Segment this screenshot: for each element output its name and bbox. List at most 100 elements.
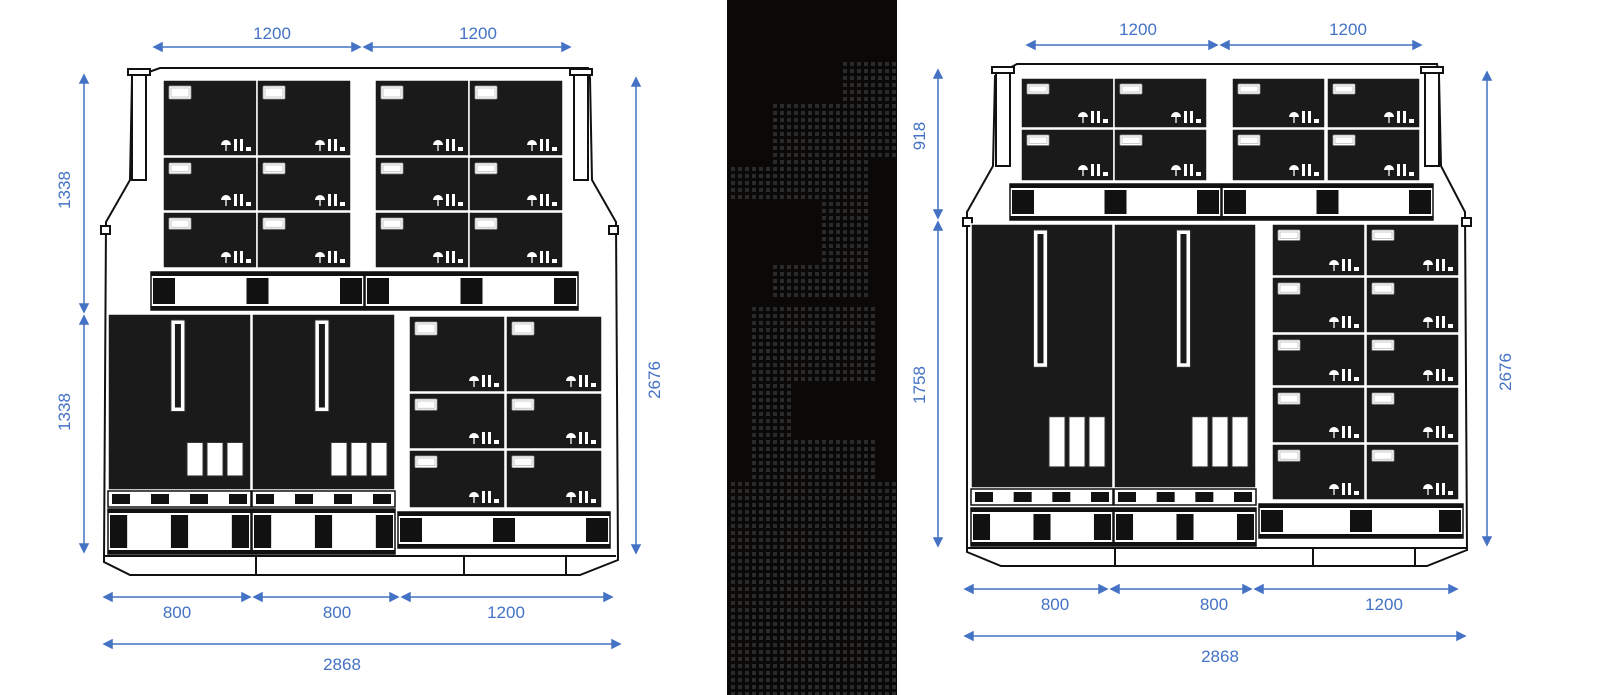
map-dot xyxy=(822,293,826,297)
this-way-up-icon xyxy=(328,139,331,151)
this-way-up-icon xyxy=(1442,369,1445,381)
mini-pallet-block xyxy=(256,494,274,504)
container-left-latch xyxy=(962,217,973,227)
map-dot xyxy=(759,377,763,381)
map-dot xyxy=(885,685,889,689)
map-dot xyxy=(871,601,875,605)
map-dot xyxy=(759,440,763,444)
map-dot xyxy=(857,230,861,234)
dot-grid xyxy=(731,62,896,695)
map-dot xyxy=(752,188,756,192)
map-dot xyxy=(787,545,791,549)
label-tag-icon-inner xyxy=(382,219,402,228)
map-dot xyxy=(780,461,784,465)
map-dot xyxy=(822,622,826,626)
map-dot xyxy=(857,76,861,80)
map-dot xyxy=(731,671,735,675)
map-dot xyxy=(822,664,826,668)
map-dot xyxy=(815,314,819,318)
map-dot xyxy=(892,90,896,94)
map-dot xyxy=(836,146,840,150)
map-dot xyxy=(850,370,854,374)
map-dot xyxy=(787,307,791,311)
map-dot xyxy=(745,573,749,577)
tall-unit-panel xyxy=(1211,416,1229,468)
map-dot xyxy=(871,489,875,493)
map-dot xyxy=(864,118,868,122)
map-dot xyxy=(857,90,861,94)
map-dot xyxy=(836,531,840,535)
map-dot xyxy=(822,636,826,640)
map-dot xyxy=(885,153,889,157)
pallet-block xyxy=(1316,190,1339,214)
map-dot xyxy=(808,111,812,115)
container-right-cap xyxy=(569,68,593,76)
map-dot xyxy=(745,664,749,668)
map-dot xyxy=(829,461,833,465)
fragile-icon xyxy=(1354,434,1359,438)
map-dot xyxy=(892,482,896,486)
this-way-up-icon xyxy=(1442,316,1445,328)
map-dot xyxy=(892,594,896,598)
umbrella-icon xyxy=(1329,260,1339,265)
map-dot xyxy=(822,447,826,451)
map-dot xyxy=(801,314,805,318)
map-dot xyxy=(780,496,784,500)
map-dot xyxy=(829,636,833,640)
map-dot xyxy=(829,538,833,542)
map-dot xyxy=(829,202,833,206)
map-dot xyxy=(815,160,819,164)
map-dot xyxy=(843,377,847,381)
map-dot xyxy=(822,615,826,619)
map-dot xyxy=(892,489,896,493)
map-dot xyxy=(815,125,819,129)
map-dot xyxy=(766,461,770,465)
umbrella-icon xyxy=(221,140,231,145)
map-dot xyxy=(843,76,847,80)
map-dot xyxy=(731,636,735,640)
left-dimension-labels: 1200 1200 1338 1338 2676 800 800 1200 28… xyxy=(55,24,664,674)
map-dot xyxy=(808,692,812,695)
map-dot xyxy=(738,650,742,654)
map-dot xyxy=(836,237,840,241)
map-dot xyxy=(829,447,833,451)
map-dot xyxy=(794,496,798,500)
umbrella-icon xyxy=(315,252,325,257)
map-dot xyxy=(843,657,847,661)
map-dot xyxy=(801,265,805,269)
label-tag-icon xyxy=(1237,134,1261,146)
map-dot xyxy=(759,426,763,430)
label-tag-icon-inner xyxy=(1028,85,1048,93)
map-dot xyxy=(794,167,798,171)
map-dot xyxy=(857,664,861,668)
pallet-block xyxy=(460,278,483,304)
map-dot xyxy=(773,265,777,269)
map-dot xyxy=(808,377,812,381)
map-dot xyxy=(794,349,798,353)
map-dot xyxy=(878,685,882,689)
map-dot xyxy=(843,349,847,353)
pallet-block xyxy=(586,518,608,542)
map-dot xyxy=(857,615,861,619)
map-dot xyxy=(836,496,840,500)
map-dot xyxy=(787,146,791,150)
map-dot xyxy=(871,524,875,528)
cargo-box xyxy=(256,79,352,157)
this-way-up-icon xyxy=(452,251,455,263)
map-dot xyxy=(787,573,791,577)
map-dot xyxy=(745,643,749,647)
map-dot xyxy=(787,559,791,563)
this-way-up-icon xyxy=(234,139,237,151)
map-dot xyxy=(801,342,805,346)
pallet-block xyxy=(1224,190,1246,214)
map-dot xyxy=(773,524,777,528)
map-dot xyxy=(822,370,826,374)
map-dot xyxy=(745,587,749,591)
map-dot xyxy=(773,293,777,297)
map-dot xyxy=(801,174,805,178)
this-way-up-icon xyxy=(334,139,337,151)
umbrella-icon xyxy=(469,433,479,438)
map-dot xyxy=(815,608,819,612)
arrowhead xyxy=(400,591,411,603)
map-dot xyxy=(766,426,770,430)
